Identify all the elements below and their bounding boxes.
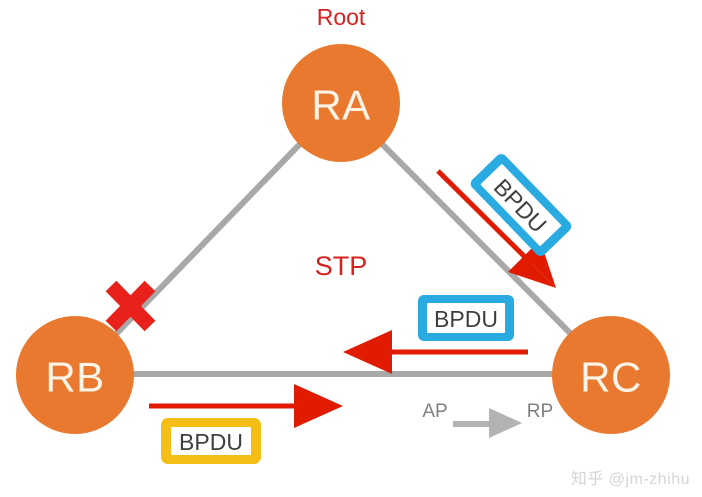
bpdu-label-rc-rb: BPDU	[418, 295, 514, 341]
bpdu-inner-ra-rc	[480, 164, 562, 246]
port-role-ap-label: AP	[422, 401, 447, 422]
node-rc-circle	[552, 316, 670, 434]
node-rc[interactable]: RC	[552, 316, 670, 434]
bpdu-inner-rb-rc	[171, 427, 251, 455]
link-ra-rb	[114, 142, 302, 336]
bpdu-inner-rc-rb	[427, 303, 505, 333]
blocked-link-x-icon	[105, 280, 156, 332]
arrow-rb-to-rc	[149, 384, 343, 428]
link-ra-rc	[380, 142, 573, 336]
node-rb[interactable]: RB	[16, 316, 134, 434]
arrow-ra-to-rc	[436, 169, 556, 288]
bpdu-label-rb-rc: BPDU	[161, 418, 261, 464]
node-rb-label: RB	[45, 354, 104, 401]
bpdu-text-rc-rb: BPDU	[434, 306, 498, 332]
stp-label: STP	[315, 251, 368, 281]
port-role-rp-label: RP	[527, 401, 553, 422]
ap-to-rp-arrow-icon	[453, 408, 522, 438]
node-ra[interactable]: RA	[282, 44, 400, 162]
watermark: 知乎 @jm-zhihu	[570, 471, 690, 488]
bpdu-label-ra-rc: BPDU	[470, 154, 572, 256]
node-rc-label: RC	[580, 354, 642, 401]
arrow-rc-to-rb	[343, 330, 528, 374]
node-ra-label: RA	[311, 82, 370, 129]
node-ra-circle	[282, 44, 400, 162]
link-layer	[114, 142, 573, 377]
root-label: Root	[317, 4, 366, 30]
bpdu-text-rb-rc: BPDU	[179, 429, 243, 455]
node-rb-circle	[16, 316, 134, 434]
